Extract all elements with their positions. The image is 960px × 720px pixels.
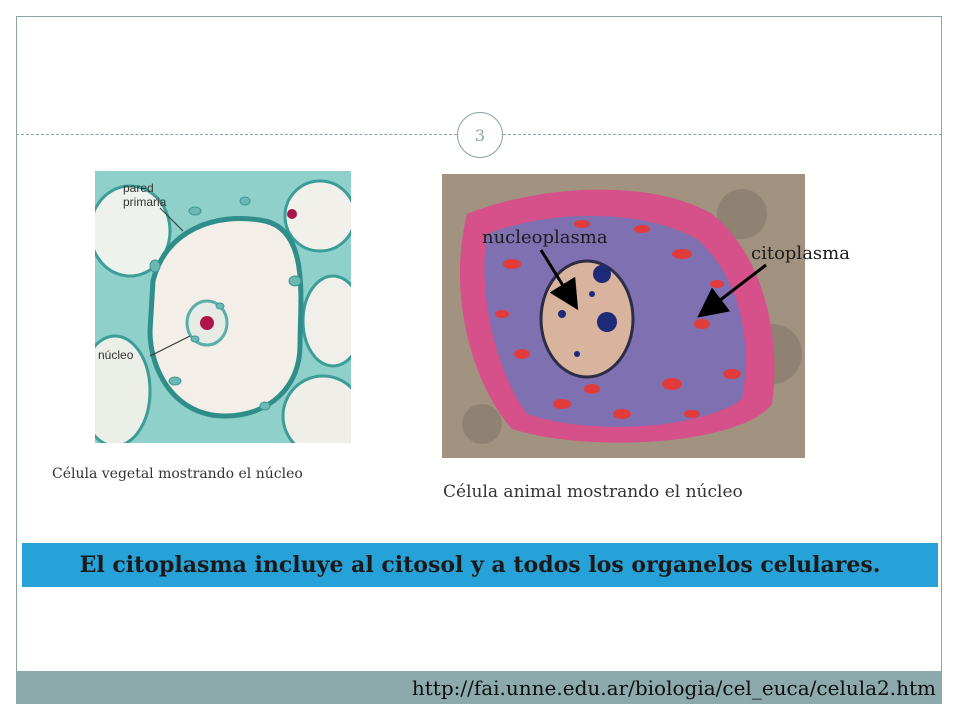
summary-banner: El citoplasma incluye al citosol y a tod… [22,543,938,587]
header-divider-right [503,134,942,135]
plant-cell-caption: Célula vegetal mostrando el núcleo [52,466,303,482]
footer-bar: http://fai.unne.edu.ar/biologia/cel_euca… [16,671,942,704]
cytoplasm-arrow [697,263,767,318]
nucleus-label: núcleo [98,348,134,362]
nucleoplasm-arrow [539,249,579,311]
wall-label-line2: primaria [123,195,167,209]
page-number: 3 [474,125,486,145]
wall-label-line1: pared [123,181,154,195]
animal-cell-image [442,174,805,458]
plant-cell-illustration: pared primaria núcleo [95,171,351,443]
cytoplasm-label: citoplasma [751,243,850,264]
animal-cell-caption: Célula animal mostrando el núcleo [443,482,743,502]
source-url: http://fai.unne.edu.ar/biologia/cel_euca… [411,675,936,700]
summary-text: El citoplasma incluye al citosol y a tod… [79,552,881,578]
header-divider-left [16,134,457,135]
plant-cell-image: pared primaria núcleo [95,171,351,443]
animal-cell-illustration [442,174,805,458]
page-number-badge: 3 [457,112,503,158]
nucleoplasm-label: nucleoplasma [482,227,608,248]
